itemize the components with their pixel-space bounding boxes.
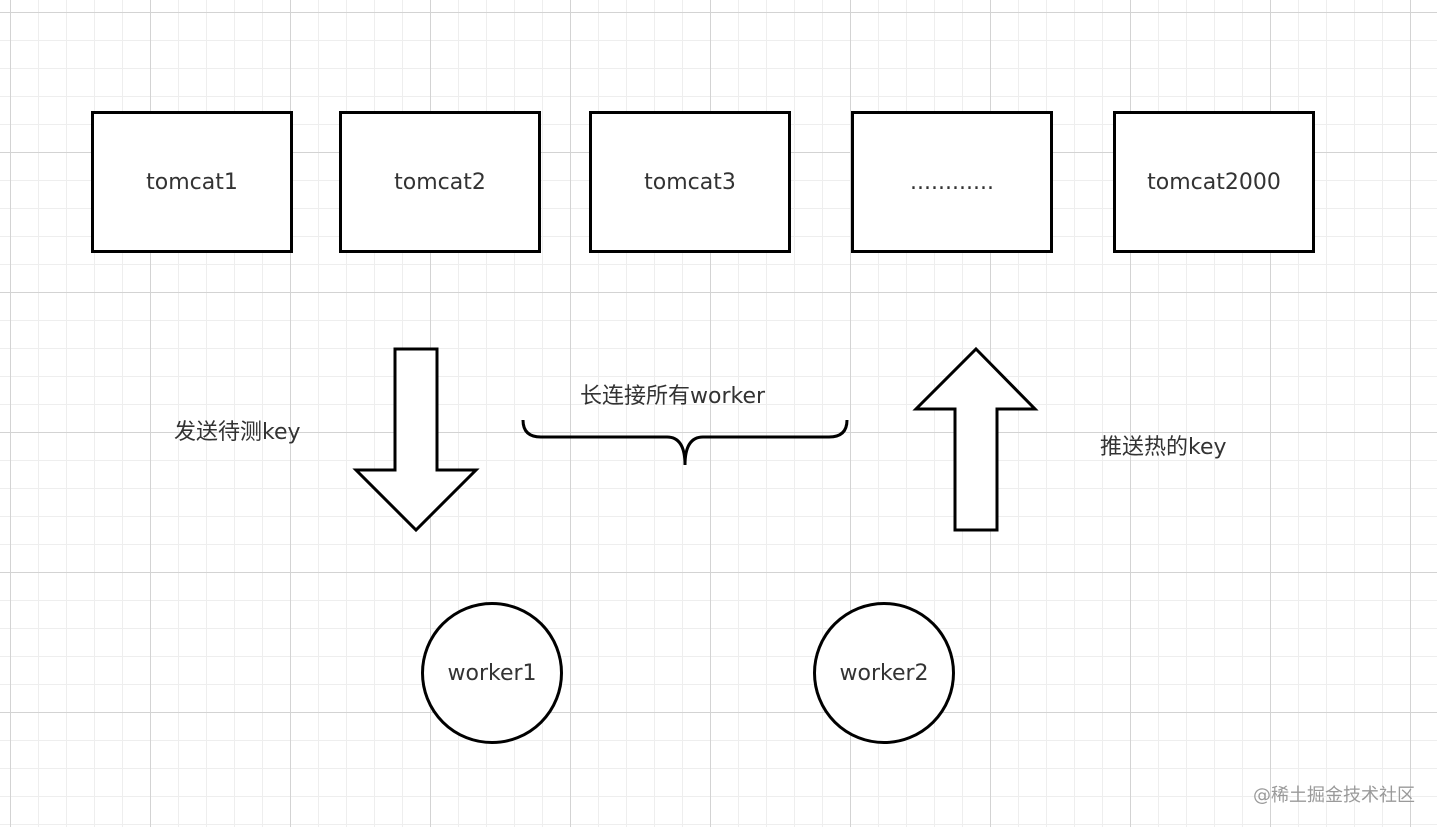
down-arrow	[352, 347, 480, 533]
tomcat-box-3: tomcat3	[589, 111, 791, 253]
long-connect-label: 长连接所有worker	[580, 384, 766, 409]
tomcat-box-1: tomcat1	[91, 111, 293, 253]
worker-circle-2-label: worker2	[839, 660, 929, 686]
tomcat-box-2: tomcat2	[339, 111, 541, 253]
tomcat-box-2000: tomcat2000	[1113, 111, 1315, 253]
tomcat-box-1-label: tomcat1	[146, 169, 238, 195]
tomcat-box-2-label: tomcat2	[394, 169, 486, 195]
ellipsis-box-label: ............	[910, 169, 994, 195]
ellipsis-box: ............	[851, 111, 1053, 253]
send-key-label: 发送待测key	[174, 420, 301, 445]
tomcat-box-3-label: tomcat3	[644, 169, 736, 195]
worker-circle-1: worker1	[421, 602, 563, 744]
worker-circle-2: worker2	[813, 602, 955, 744]
tomcat-box-2000-label: tomcat2000	[1147, 169, 1281, 195]
watermark: @稀土掘金技术社区	[1253, 785, 1415, 806]
up-arrow	[912, 346, 1039, 532]
curly-brace	[521, 419, 849, 466]
worker-circle-1-label: worker1	[447, 660, 537, 686]
push-hot-key-label: 推送热的key	[1100, 435, 1227, 460]
